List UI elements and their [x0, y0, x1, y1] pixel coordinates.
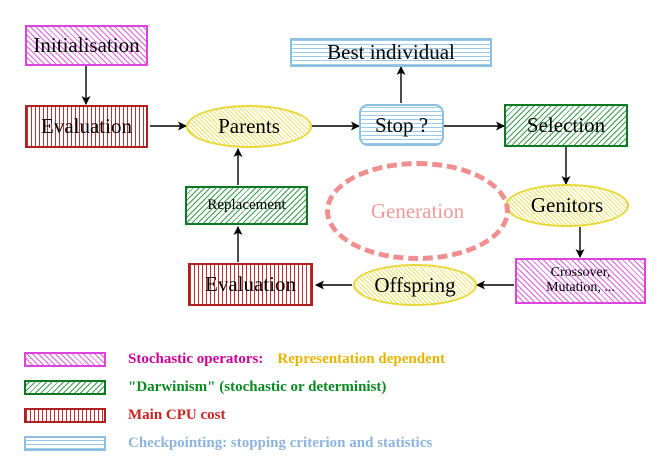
legend-row-cpu-cost: Main CPU cost: [24, 404, 226, 426]
node-evaluation-bottom[interactable]: Evaluation: [188, 263, 313, 306]
legend-row-darwinism: "Darwinism" (stochastic or determinist): [24, 376, 386, 398]
node-crossover-line2: Mutation, ...: [546, 280, 615, 295]
legend-label-cpu-cost: Main CPU cost: [128, 406, 226, 423]
node-stop[interactable]: Stop ?: [359, 104, 444, 146]
node-evaluation-top[interactable]: Evaluation: [25, 105, 148, 148]
node-parents[interactable]: Parents: [186, 105, 312, 148]
node-crossover-line1: Crossover,: [550, 265, 611, 281]
node-evaluation-bottom-label: Evaluation: [205, 272, 296, 297]
node-selection[interactable]: Selection: [504, 104, 628, 147]
node-replacement[interactable]: Replacement: [185, 186, 308, 225]
legend-swatch-blue: [24, 435, 106, 451]
legend-swatch-magenta: [24, 351, 106, 367]
node-best-individual-label: Best individual: [327, 40, 455, 65]
node-initialisation-label: Initialisation: [33, 33, 140, 58]
legend-row-stochastic: Stochastic operators: Representation dep…: [24, 348, 445, 370]
node-selection-label: Selection: [526, 113, 606, 138]
legend-label-stochastic: Stochastic operators:: [128, 350, 264, 367]
legend-label-checkpointing: Checkpointing: stopping criterion and st…: [128, 434, 433, 451]
node-offspring[interactable]: Offspring: [353, 264, 477, 306]
node-generation-label: Generation: [370, 198, 465, 223]
node-genitors[interactable]: Genitors: [505, 184, 629, 227]
node-replacement-label: Replacement: [207, 196, 286, 213]
node-offspring-label: Offspring: [374, 272, 456, 297]
node-parents-label: Parents: [218, 114, 280, 139]
node-stop-label: Stop ?: [374, 112, 429, 137]
legend-row-checkpointing: Checkpointing: stopping criterion and st…: [24, 432, 432, 454]
node-genitors-label: Genitors: [530, 193, 604, 218]
legend-label-representation: Representation dependent: [277, 350, 446, 367]
legend-label-darwinism: "Darwinism" (stochastic or determinist): [128, 378, 387, 395]
legend-swatch-green: [24, 379, 106, 395]
node-evaluation-top-label: Evaluation: [41, 114, 132, 139]
node-crossover-mutation[interactable]: Crossover, Mutation, ...: [515, 258, 646, 304]
legend: Stochastic operators: Representation dep…: [0, 338, 662, 458]
node-initialisation[interactable]: Initialisation: [25, 25, 148, 66]
node-best-individual[interactable]: Best individual: [290, 38, 492, 67]
node-generation-boundary: Generation: [325, 161, 510, 261]
legend-swatch-red: [24, 407, 106, 423]
